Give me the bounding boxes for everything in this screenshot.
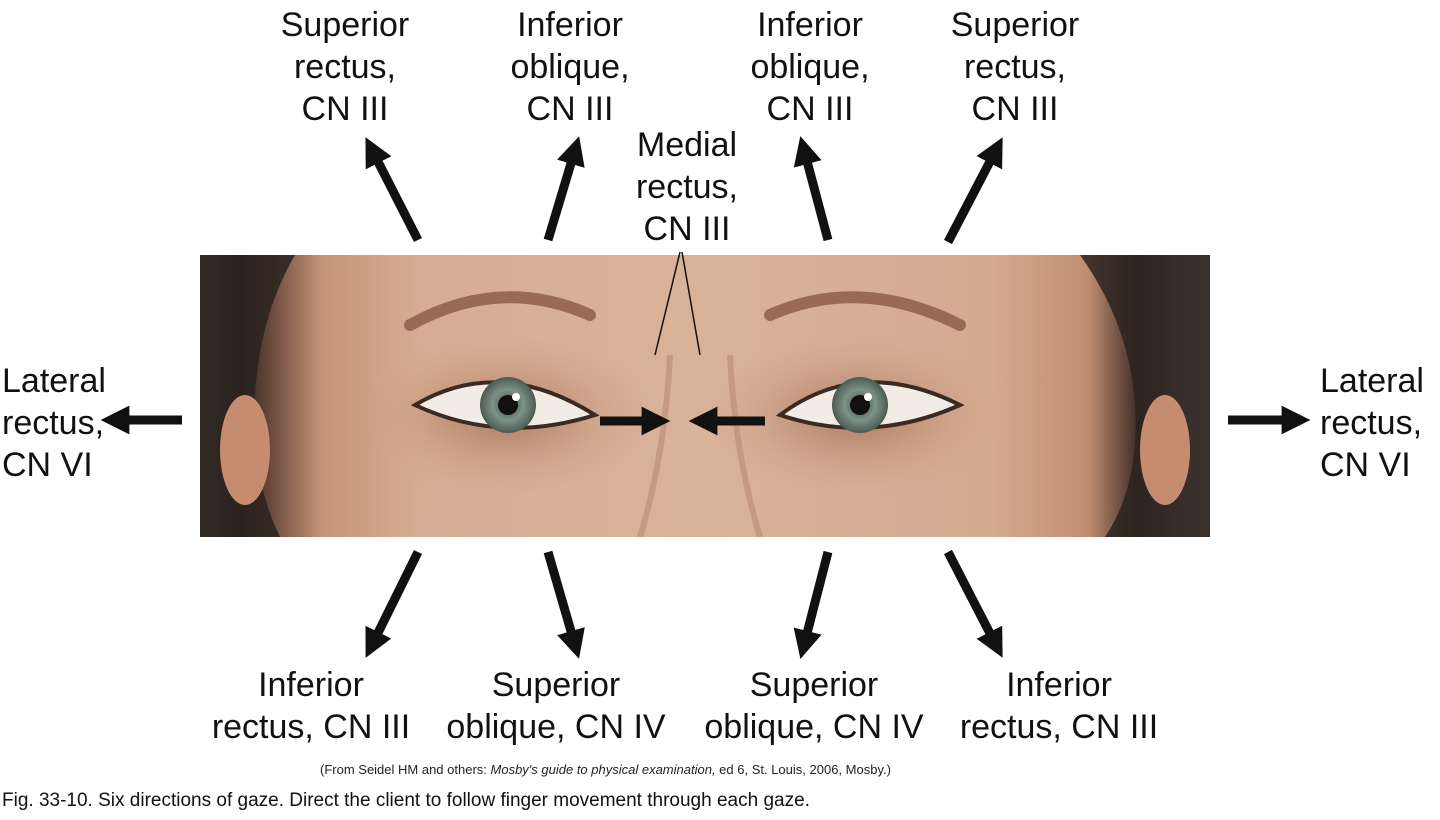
face-photo: [200, 255, 1210, 537]
arrow-superior-oblique-right: [793, 550, 833, 659]
label-superior-oblique-right: Superior oblique, CN IV: [704, 666, 924, 746]
arrow-superior-rectus-right: [944, 137, 1003, 245]
label-inferior-oblique-right: Inferior oblique, CN III: [750, 6, 870, 128]
arrow-inferior-oblique-right: [793, 136, 833, 242]
label-lateral-rectus-right: Lateral rectus, CN VI: [1320, 362, 1424, 484]
label-medial-rectus: Medial rectus, CN III: [635, 126, 739, 248]
label-lateral-rectus-left: Lateral rectus, CN VI: [2, 362, 106, 484]
medial-pointer-left: [654, 251, 681, 356]
label-inferior-oblique-left: Inferior oblique, CN III: [510, 6, 630, 128]
label-superior-rectus-right: Superior rectus, CN III: [950, 6, 1080, 128]
label-inferior-rectus-right: Inferior rectus, CN III: [959, 666, 1159, 746]
arrow-superior-oblique-left: [543, 550, 585, 659]
label-superior-rectus-left: Superior rectus, CN III: [280, 6, 410, 128]
label-inferior-rectus-left: Inferior rectus, CN III: [211, 666, 411, 746]
arrow-superior-rectus-left: [365, 137, 423, 243]
medial-pointer-right: [681, 251, 701, 356]
arrow-inferior-rectus-left: [365, 550, 423, 658]
label-superior-oblique-left: Superior oblique, CN IV: [446, 666, 666, 746]
face-illustration: [200, 255, 1210, 537]
figure-caption: Fig. 33-10. Six directions of gaze. Dire…: [2, 790, 810, 811]
arrow-inferior-oblique-left: [543, 136, 585, 242]
source-citation: (From Seidel HM and others: Mosby's guid…: [320, 762, 891, 777]
arrow-inferior-rectus-right: [944, 549, 1003, 658]
